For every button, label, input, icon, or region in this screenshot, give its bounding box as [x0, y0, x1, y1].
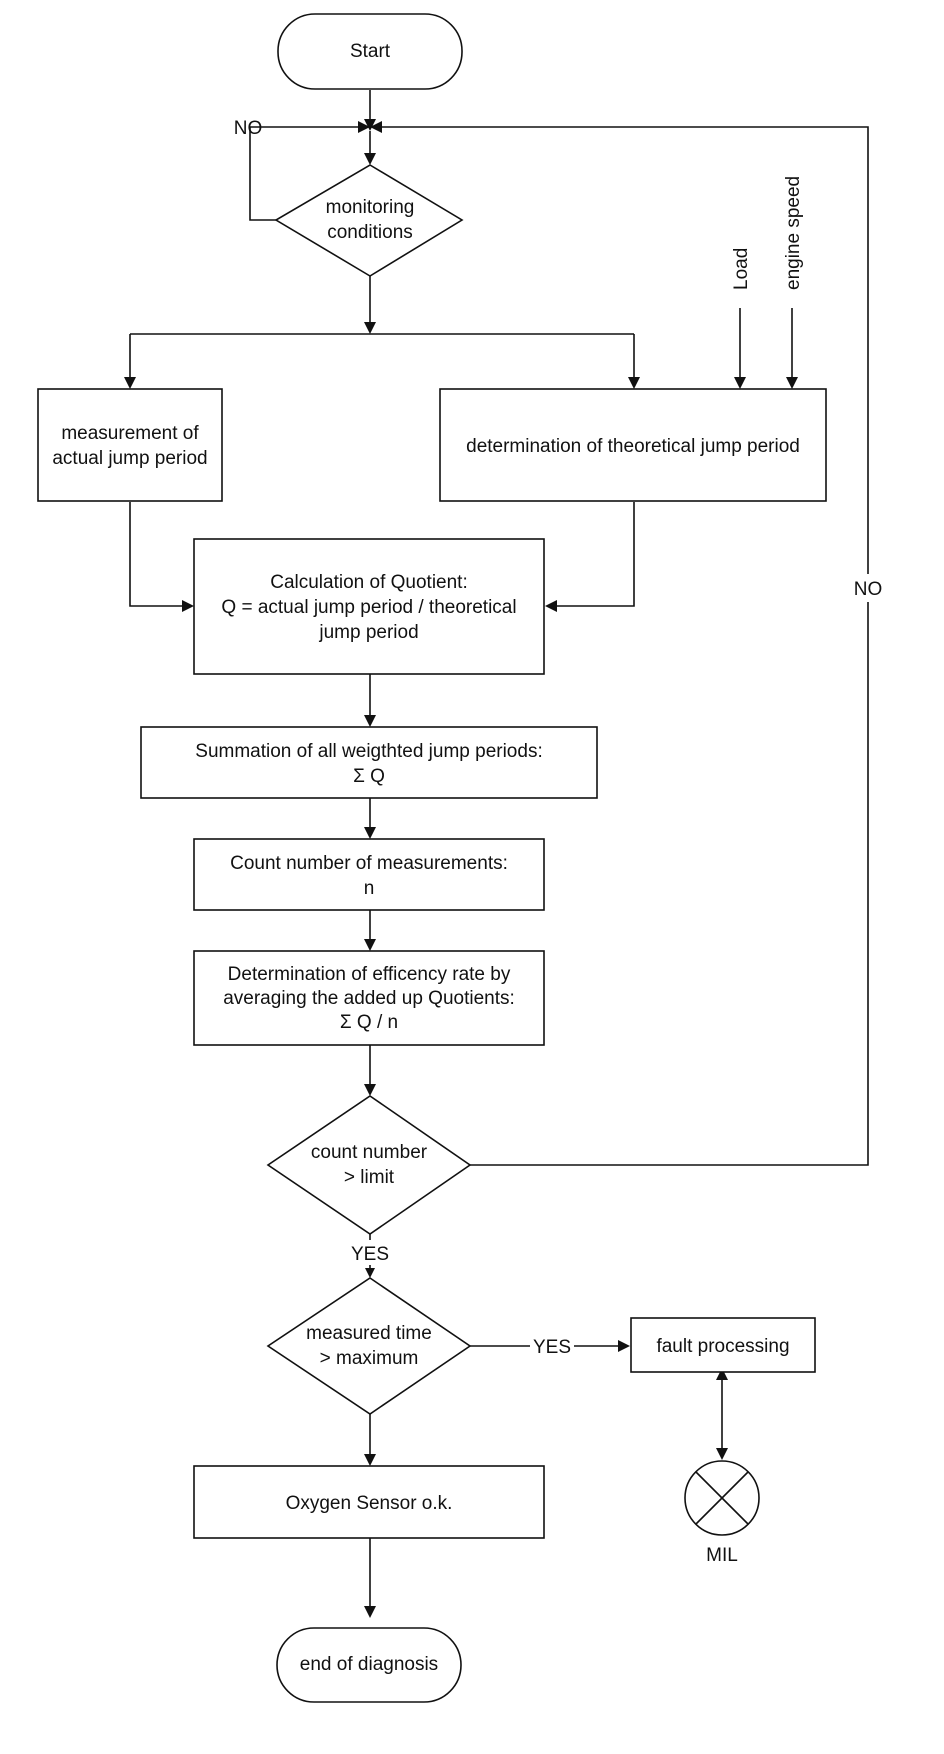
end-terminal: end of diagnosis	[276, 1627, 462, 1703]
arrowhead	[364, 715, 376, 727]
edge-label-yes-count: YES	[351, 1244, 389, 1265]
fault-processing-label: fault processing	[656, 1336, 789, 1357]
calculation-quotient-box: Calculation of Quotient: Q = actual jump…	[193, 538, 545, 675]
count-label-line-2: n	[364, 878, 375, 899]
edge-label-no-count: NO	[854, 579, 883, 600]
edge-count-no-loop	[382, 126, 869, 1166]
arrowhead	[364, 119, 376, 131]
oxygen-sensor-ok-box: Oxygen Sensor o.k.	[193, 1465, 545, 1539]
measurement-label-line-1: measurement of	[61, 423, 199, 444]
edge-measurement-to-calculation	[129, 502, 182, 607]
determination-theoretical-label: determination of theoretical jump period	[466, 436, 800, 457]
efficiency-rate-box: Determination of efficency rate by avera…	[193, 950, 545, 1046]
start-terminal: Start	[277, 13, 463, 90]
arrowhead	[124, 377, 136, 389]
edge-label-yes-time: YES	[533, 1337, 571, 1358]
efficiency-label-line-1: Determination of efficency rate by	[228, 964, 511, 985]
arrowhead	[628, 377, 640, 389]
count-label-line-1: Count number of measurements:	[230, 853, 508, 874]
arrowhead	[364, 322, 376, 334]
arrowhead	[545, 600, 557, 612]
monitoring-conditions-decision: monitoring conditions	[274, 164, 464, 277]
arrowhead	[618, 1340, 630, 1352]
arrowhead	[364, 827, 376, 839]
edge-label-no-monitoring: NO	[234, 118, 263, 139]
mil-label: MIL	[706, 1545, 738, 1566]
determination-theoretical-box: determination of theoretical jump period	[439, 388, 827, 502]
arrowhead	[716, 1368, 728, 1380]
arrowhead	[716, 1448, 728, 1460]
count-limit-decision: count number > limit	[266, 1095, 472, 1235]
monitoring-label-line-1: monitoring	[326, 197, 415, 218]
edge-determination-to-calculation	[557, 502, 635, 607]
arrowhead	[358, 121, 370, 133]
summation-label-line-1: Summation of all weigthted jump periods:	[195, 741, 542, 762]
arrowhead	[364, 153, 376, 165]
arrowhead	[364, 1084, 376, 1096]
measured-time-label-line-2: > maximum	[320, 1348, 419, 1369]
measurement-actual-box: measurement of actual jump period	[37, 388, 223, 502]
summation-box: Summation of all weigthted jump periods:…	[140, 726, 598, 799]
arrowhead	[364, 1606, 376, 1618]
connectors	[124, 90, 869, 1618]
arrowhead	[786, 377, 798, 389]
end-label: end of diagnosis	[300, 1654, 438, 1675]
arrowhead	[364, 939, 376, 951]
measured-time-decision: measured time > maximum	[266, 1277, 472, 1415]
measured-time-label-line-1: measured time	[306, 1323, 432, 1344]
oxygen-ok-label: Oxygen Sensor o.k.	[286, 1493, 453, 1514]
calculation-label-line-1: Calculation of Quotient:	[270, 572, 468, 593]
arrowhead	[734, 377, 746, 389]
calculation-label-line-3: jump period	[318, 622, 418, 643]
efficiency-label-line-2: averaging the added up Quotients:	[223, 988, 515, 1009]
arrowhead	[182, 600, 194, 612]
measurement-label-line-2: actual jump period	[52, 448, 207, 469]
input-label-load: Load	[731, 248, 752, 290]
fault-processing-box: fault processing	[630, 1317, 816, 1373]
edge-monitoring-no-loop	[249, 126, 358, 221]
start-label: Start	[350, 41, 391, 62]
count-limit-label-line-2: > limit	[344, 1167, 395, 1188]
efficiency-label-line-3: Σ Q / n	[340, 1012, 398, 1033]
calculation-label-line-2: Q = actual jump period / theoretical	[221, 597, 516, 618]
arrowhead	[365, 1268, 375, 1278]
input-label-engine-speed: engine speed	[783, 176, 804, 290]
no-count-label-group: NO	[846, 574, 890, 602]
mil-lamp-icon: MIL	[684, 1460, 760, 1566]
arrowhead	[364, 1454, 376, 1466]
count-limit-label-line-1: count number	[311, 1142, 428, 1163]
summation-label-line-2: Σ Q	[353, 766, 385, 787]
count-measurements-box: Count number of measurements: n	[193, 838, 545, 911]
monitoring-label-line-2: conditions	[327, 222, 413, 243]
arrowhead	[370, 121, 382, 133]
